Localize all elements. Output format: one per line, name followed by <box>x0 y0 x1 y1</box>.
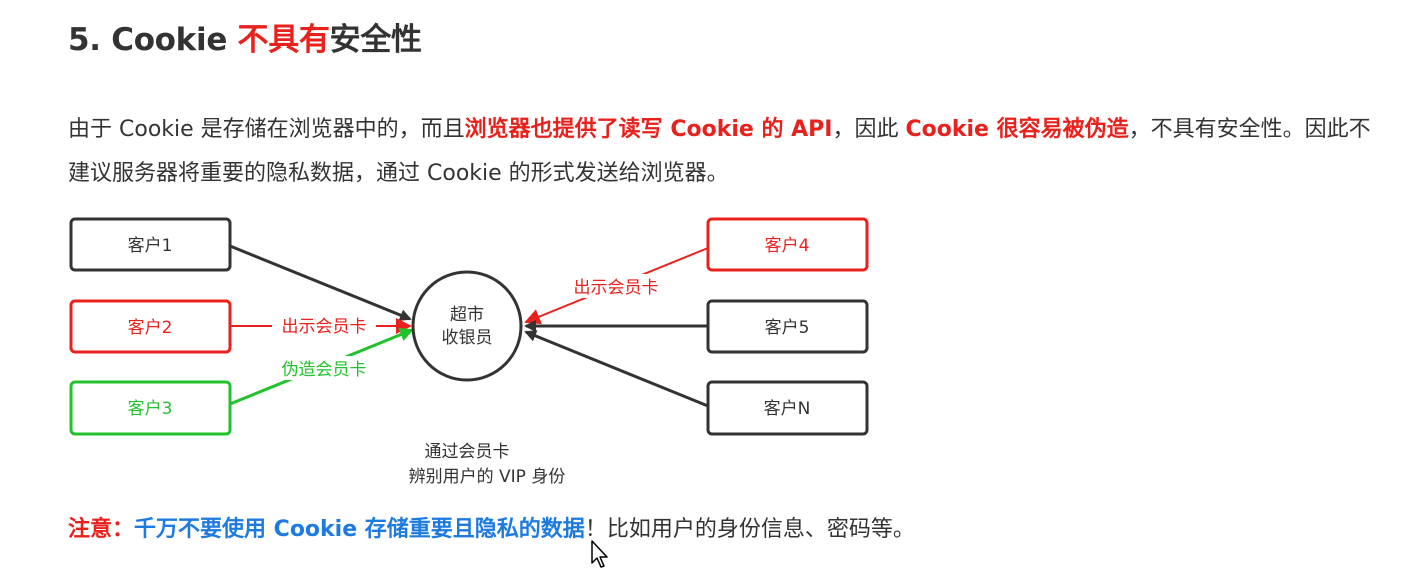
customer-box-4: 客户4 <box>706 217 869 272</box>
note-emphasis: 千万不要使用 Cookie 存储重要且隐私的数据 <box>134 517 585 542</box>
note-rest: ！比如用户的身份信息、密码等。 <box>584 517 915 542</box>
label-fake-card: 伪造会员卡 <box>282 360 367 380</box>
arrow-customerN <box>524 330 709 408</box>
diagram-caption-line2: 辨别用户的 VIP 身份 <box>409 467 566 487</box>
customer-box-2: 客户2 <box>69 299 232 354</box>
customer-label-2: 客户2 <box>128 318 173 338</box>
diagram-caption-line1: 通过会员卡 <box>425 442 510 462</box>
heading-emphasis: 不具有 <box>237 22 330 58</box>
customer-label-4: 客户4 <box>765 236 810 256</box>
section-heading: 5. Cookie 不具有安全性 <box>68 14 422 59</box>
customer-box-n: 客户N <box>706 380 869 436</box>
paragraph-bold-1: 浏览器也提供了读写 Cookie 的 API <box>464 117 833 142</box>
cashier-node: 超市 收银员 <box>411 270 523 382</box>
intro-paragraph: 由于 Cookie 是存储在浏览器中的，而且浏览器也提供了读写 Cookie 的… <box>68 108 1378 196</box>
customer-box-3: 客户3 <box>69 380 232 436</box>
customer-label-1: 客户1 <box>128 236 173 256</box>
customer-label-n: 客户N <box>764 399 811 419</box>
cashier-label-line2: 收银员 <box>442 328 493 348</box>
customer-box-1: 客户1 <box>69 217 232 272</box>
heading-prefix: 5. Cookie <box>68 22 238 58</box>
note-line: 注意：千万不要使用 Cookie 存储重要且隐私的数据！比如用户的身份信息、密码… <box>68 512 915 548</box>
paragraph-part-2: ，因此 <box>832 117 906 142</box>
customer-label-5: 客户5 <box>765 318 810 338</box>
customer-box-5: 客户5 <box>706 299 869 354</box>
arrow-customer1 <box>229 244 412 321</box>
customer-label-3: 客户3 <box>128 399 173 419</box>
paragraph-bold-2: Cookie 很容易被伪造 <box>905 117 1129 142</box>
label-show-card-right: 出示会员卡 <box>574 278 659 298</box>
heading-suffix: 安全性 <box>329 22 422 58</box>
paragraph-part-3: ，不具有安全性。因此不建议服务器将重要的隐私数据，通过 Cookie 的形式发送… <box>68 117 1371 186</box>
label-show-card-left: 出示会员卡 <box>282 317 367 337</box>
paragraph-part-1: 由于 Cookie 是存储在浏览器中的，而且 <box>68 117 465 142</box>
arrow-cursor-icon <box>591 540 608 568</box>
note-label: 注意： <box>68 517 135 542</box>
cashier-label-line1: 超市 <box>450 305 484 325</box>
